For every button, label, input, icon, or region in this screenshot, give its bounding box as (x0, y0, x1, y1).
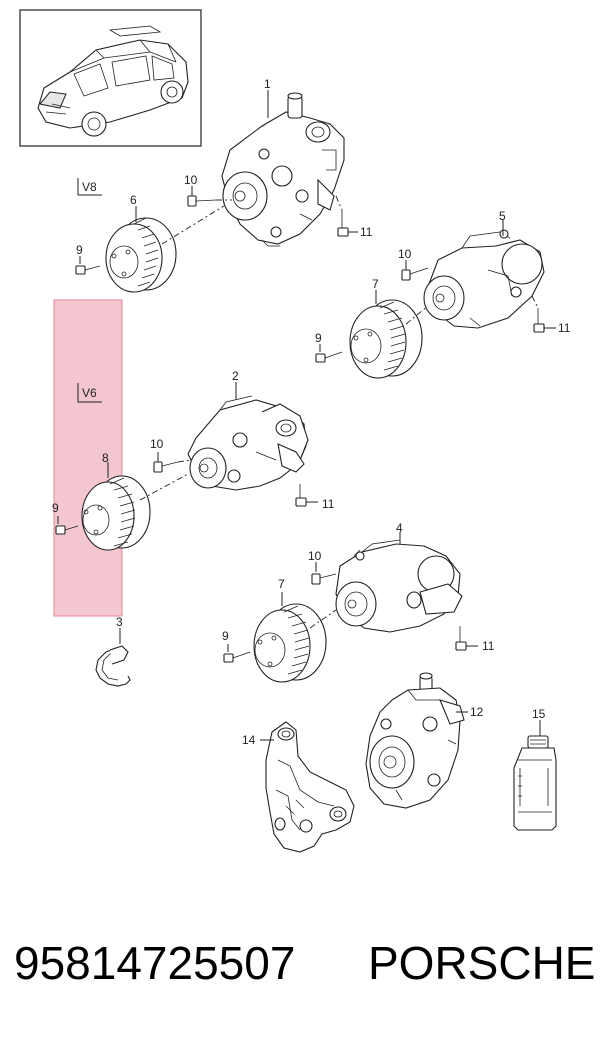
callout-11a: 11 (360, 225, 373, 239)
callout-10a: 10 (184, 173, 198, 187)
callout-8: 8 (102, 451, 109, 465)
callout-11c: 11 (322, 497, 335, 511)
bolt-11b (531, 295, 545, 333)
brand-text: PORSCHE (368, 937, 596, 989)
bolt-11c (295, 484, 307, 507)
callout-12: 12 (470, 705, 484, 719)
power-steering-pump-4 (335, 539, 463, 633)
bolt-9b (315, 351, 343, 363)
pulley-8 (81, 475, 151, 551)
variant-label-v6: V6 (77, 383, 102, 403)
bolt-9d (223, 651, 251, 663)
part-number-text: 95814725507 (14, 937, 296, 989)
bracket-14 (265, 721, 355, 853)
bolt-9a (75, 265, 101, 275)
bolt-9c (55, 525, 79, 535)
callout-10b: 10 (398, 247, 412, 261)
bolt-11a (335, 195, 349, 237)
pulley-6 (105, 217, 177, 293)
bolt-11d (455, 626, 467, 651)
callout-1: 1 (264, 77, 271, 91)
fluid-bottle-15 (513, 735, 557, 831)
callout-11b: 11 (558, 321, 571, 335)
callout-9b: 9 (315, 331, 322, 345)
variant-label-v8: V8 (77, 178, 102, 196)
callout-7a: 7 (372, 277, 379, 291)
vehicle-thumbnail (19, 9, 202, 147)
pulley-7a (349, 299, 423, 379)
bolt-10c (153, 459, 193, 473)
callout-9c: 9 (52, 501, 59, 515)
callout-7b: 7 (278, 577, 285, 591)
power-steering-pump-5 (423, 229, 545, 329)
callout-10c: 10 (150, 437, 164, 451)
power-steering-pump-12 (365, 672, 465, 809)
variant-v6-text: V6 (82, 386, 97, 400)
callout-10d: 10 (308, 549, 322, 563)
callout-6: 6 (130, 193, 137, 207)
callout-4: 4 (396, 521, 403, 535)
bolt-10d (311, 573, 337, 585)
callout-14: 14 (242, 733, 256, 747)
callout-9a: 9 (76, 243, 83, 257)
power-steering-pump-2 (187, 395, 309, 491)
variant-v8-text: V8 (82, 180, 97, 194)
callout-15: 15 (532, 707, 546, 721)
pulley-7b (253, 603, 327, 683)
callout-2: 2 (232, 369, 239, 383)
callout-11d: 11 (482, 639, 495, 653)
hose-clip-3 (95, 645, 131, 687)
bolt-10a (187, 195, 232, 207)
callout-3: 3 (116, 615, 123, 629)
highlight-box (53, 299, 123, 617)
callout-9d: 9 (222, 629, 229, 643)
power-steering-pump-1 (221, 92, 345, 247)
callout-5: 5 (499, 209, 506, 223)
